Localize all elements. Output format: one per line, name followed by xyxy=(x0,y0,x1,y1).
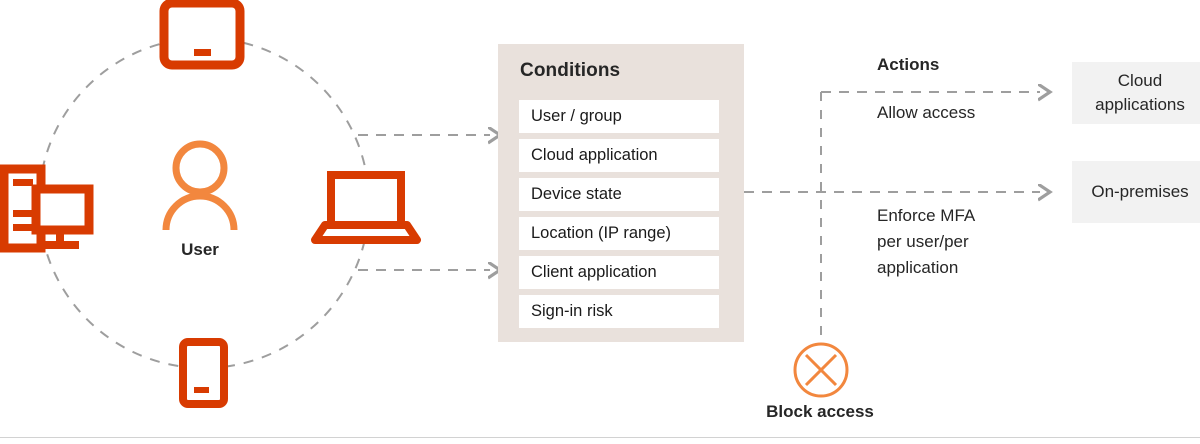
enforce-mfa-line: per user/per xyxy=(877,232,969,251)
cloud-applications-line: Cloud xyxy=(1117,71,1163,90)
condition-label: Cloud application xyxy=(531,146,658,164)
conditions-title: Conditions xyxy=(520,60,621,81)
on-premises-box[interactable]: On-premises xyxy=(1072,161,1200,223)
condition-label: User / group xyxy=(531,107,622,125)
block-circle-x-icon[interactable] xyxy=(793,342,849,398)
enforce-mfa-line: Enforce MFA xyxy=(877,206,976,225)
condition-label: Sign-in risk xyxy=(531,302,613,320)
bottom-divider xyxy=(0,437,1200,438)
user-label: User xyxy=(181,240,219,259)
conditions-panel: Conditions User / group Cloud applicatio… xyxy=(498,44,744,342)
condition-row-cloud-application[interactable]: Cloud application xyxy=(519,139,719,172)
laptop-icon xyxy=(311,171,421,244)
allow-access-label: Allow access xyxy=(877,103,976,122)
user-icon xyxy=(162,140,238,231)
condition-row-client-application[interactable]: Client application xyxy=(519,256,719,289)
cloud-applications-box[interactable]: Cloud applications xyxy=(1072,62,1200,124)
condition-row-location-ip-range[interactable]: Location (IP range) xyxy=(519,217,719,250)
on-premises-line: On-premises xyxy=(1091,182,1189,201)
condition-row-sign-in-risk[interactable]: Sign-in risk xyxy=(519,295,719,328)
condition-row-user-group[interactable]: User / group xyxy=(519,100,719,133)
desktop-icon xyxy=(0,164,94,253)
actions-title: Actions xyxy=(877,55,940,74)
enforce-mfa-line: application xyxy=(877,258,959,277)
condition-label: Location (IP range) xyxy=(531,224,672,242)
phone-icon xyxy=(179,338,228,408)
condition-row-device-state[interactable]: Device state xyxy=(519,178,719,211)
cloud-applications-line: applications xyxy=(1095,95,1185,114)
tablet-icon xyxy=(159,0,245,70)
condition-label: Device state xyxy=(531,185,622,203)
condition-label: Client application xyxy=(531,263,657,281)
block-access-label: Block access xyxy=(766,402,874,421)
enforce-mfa-label: Enforce MFA per user/per application xyxy=(877,203,1057,281)
